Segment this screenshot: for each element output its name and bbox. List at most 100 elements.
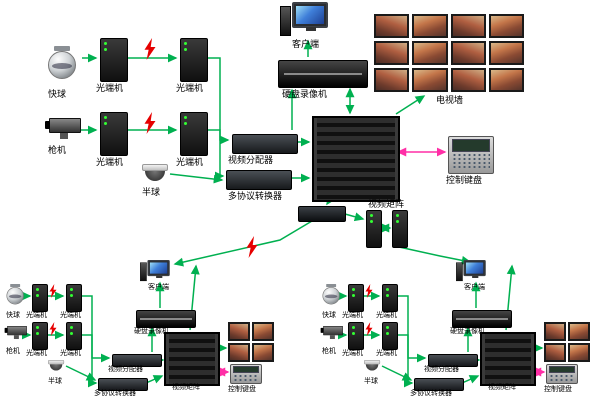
control-keyboard <box>230 364 262 384</box>
client-label: 客户端 <box>148 284 169 291</box>
video-distributor <box>428 354 478 367</box>
client-pc <box>140 260 172 284</box>
tv-screen <box>374 68 410 92</box>
tv-screen <box>488 41 524 65</box>
optical-transceiver-label: 光端机 <box>60 312 81 319</box>
optical-transceiver <box>32 322 48 350</box>
box-camera-label: 枪机 <box>322 348 336 355</box>
video-distributor-label: 视频分配器 <box>108 366 143 373</box>
pc-screen <box>149 262 168 274</box>
optical-transceiver <box>382 322 398 350</box>
camera-dome <box>49 364 63 371</box>
tv-screen <box>450 41 486 65</box>
subsystem: 快球 光端机 光端机 枪机 光端机 光端机 半球 多协议转换器 视频分配器 硬盘 <box>318 258 600 398</box>
client-pc <box>280 2 332 40</box>
tv-screen <box>374 14 410 38</box>
video-matrix <box>480 332 536 386</box>
video-matrix-label: 视频矩阵 <box>488 384 516 391</box>
keyboard-screen <box>549 366 575 374</box>
camera-base <box>48 360 65 365</box>
control-keyboard-label: 控制键盘 <box>446 175 483 185</box>
lightning-icon <box>48 322 58 341</box>
camera-body <box>4 326 27 336</box>
pc-screen <box>296 6 324 24</box>
control-keyboard <box>448 136 494 174</box>
tv-screen <box>568 343 590 362</box>
camera-mount <box>10 284 21 288</box>
speed-dome-camera <box>44 46 80 88</box>
box-camera-label: 枪机 <box>48 145 67 155</box>
half-dome-camera <box>364 360 381 371</box>
lightning-icon <box>364 284 374 303</box>
box-camera <box>320 326 343 340</box>
control-keyboard-label: 控制键盘 <box>544 386 572 393</box>
lightning-icon <box>142 38 158 65</box>
optical-transceiver <box>180 112 208 156</box>
client-pc <box>456 260 488 284</box>
vertical-optical-transceiver <box>392 210 408 248</box>
dvr <box>452 310 512 328</box>
dvr <box>136 310 196 328</box>
video-distributor-label: 视频分配器 <box>228 155 274 165</box>
tv-screen <box>412 41 448 65</box>
camera-mount <box>329 335 335 340</box>
keyboard-keys <box>549 374 575 381</box>
tv-screen <box>252 343 274 362</box>
protocol-converter-label: 多协议转换器 <box>94 390 136 397</box>
optical-transceiver <box>66 284 82 312</box>
half-dome-label: 半球 <box>364 378 378 385</box>
optical-transceiver <box>348 322 364 350</box>
camera-dome <box>365 364 379 371</box>
optical-transceiver-label: 光端机 <box>342 350 363 357</box>
protocol-converter <box>98 378 148 391</box>
tv-wall <box>228 322 274 362</box>
pc-monitor <box>147 260 170 278</box>
camera-mount <box>326 284 337 288</box>
control-keyboard <box>546 364 578 384</box>
pc-monitor <box>463 260 486 278</box>
optical-transceiver-label: 光端机 <box>176 83 204 93</box>
keyboard-screen <box>233 366 259 374</box>
camera-base <box>364 360 381 365</box>
protocol-converter <box>226 170 292 190</box>
pc-tower <box>280 6 291 36</box>
client-label: 客户端 <box>292 39 320 49</box>
protocol-converter-label: 多协议转换器 <box>410 390 452 397</box>
optical-transceiver-label: 光端机 <box>342 312 363 319</box>
optical-transceiver <box>180 38 208 82</box>
optical-transceiver-label: 光端机 <box>96 83 124 93</box>
camera-mount <box>13 335 19 340</box>
camera-dome <box>145 171 165 181</box>
vertical-optical-transceiver <box>366 210 382 248</box>
camera-lens <box>320 327 324 333</box>
camera-body <box>45 118 81 133</box>
video-matrix <box>312 116 400 202</box>
camera-dome <box>6 287 24 305</box>
camera-dome <box>48 51 76 79</box>
camera-body <box>320 326 343 336</box>
camera-base <box>142 164 168 171</box>
video-matrix-label: 视频矩阵 <box>368 199 405 209</box>
client-label: 客户端 <box>464 284 485 291</box>
half-dome-label: 半球 <box>142 187 161 197</box>
tv-wall <box>544 322 590 362</box>
tv-screen <box>374 41 410 65</box>
keyboard-keys <box>233 374 259 381</box>
box-camera <box>4 326 27 340</box>
speed-dome-label: 快球 <box>48 89 67 99</box>
dvr-label: 硬盘录像机 <box>282 89 328 99</box>
tv-screen <box>544 343 566 362</box>
protocol-converter <box>414 378 464 391</box>
camera-lens <box>45 121 50 129</box>
tv-screen <box>568 322 590 341</box>
optical-transceiver-label: 光端机 <box>60 350 81 357</box>
pc-monitor <box>292 2 328 31</box>
optical-transceiver <box>32 284 48 312</box>
tv-screen <box>488 14 524 38</box>
tv-screen <box>228 343 250 362</box>
tv-screen <box>450 68 486 92</box>
optical-transceiver <box>348 284 364 312</box>
protocol-converter-label: 多协议转换器 <box>228 191 283 201</box>
tv-screen <box>412 68 448 92</box>
